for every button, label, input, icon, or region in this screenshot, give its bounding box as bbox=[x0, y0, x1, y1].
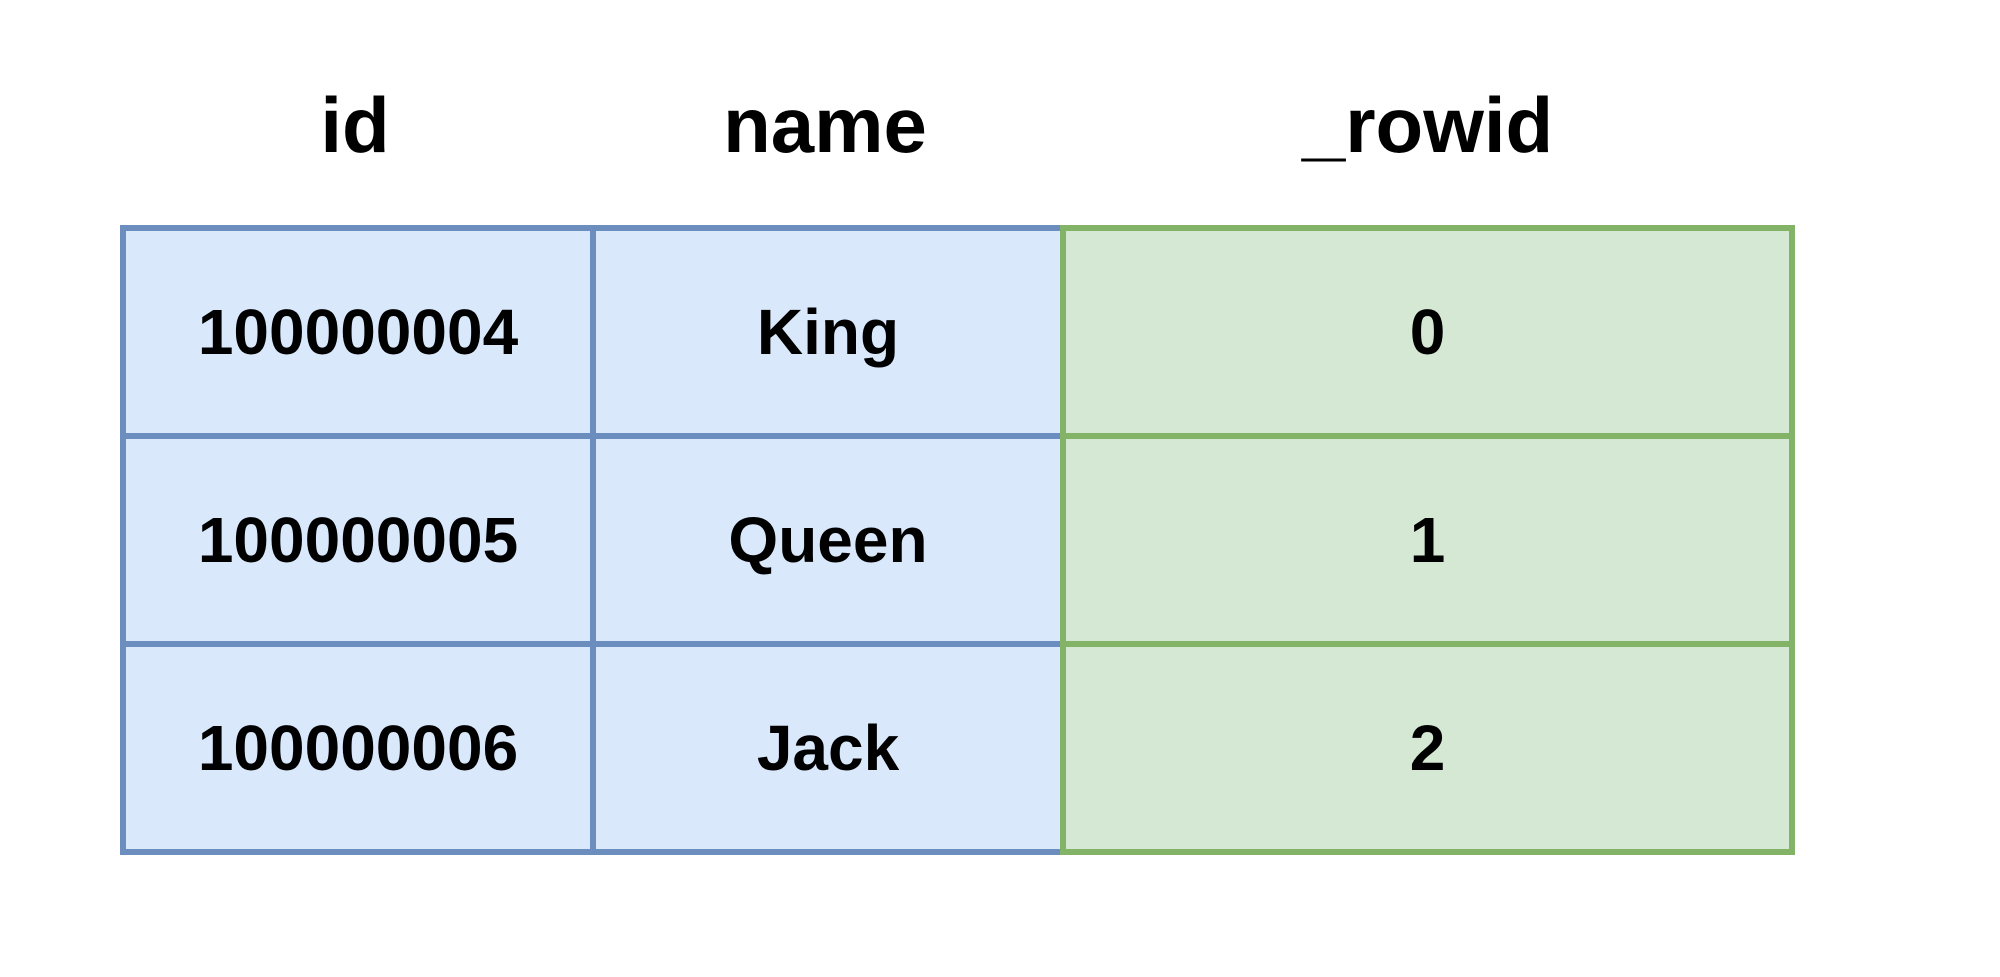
cell-rowid-row-2: 1 bbox=[1060, 433, 1795, 647]
cell-name-row-2: Queen bbox=[590, 433, 1066, 647]
column-header-name: name bbox=[723, 80, 927, 169]
cell-rowid-row-1: 0 bbox=[1060, 225, 1795, 439]
column-header-rowid: _rowid bbox=[1301, 80, 1554, 169]
column-header-id: id bbox=[320, 80, 390, 169]
cell-rowid-row-3: 2 bbox=[1060, 641, 1795, 855]
cell-name-row-3: Jack bbox=[590, 641, 1066, 855]
cell-name-row-1: King bbox=[590, 225, 1066, 439]
cell-id-row-2: 100000005 bbox=[120, 433, 596, 647]
cell-id-row-1: 100000004 bbox=[120, 225, 596, 439]
cell-id-row-3: 100000006 bbox=[120, 641, 596, 855]
